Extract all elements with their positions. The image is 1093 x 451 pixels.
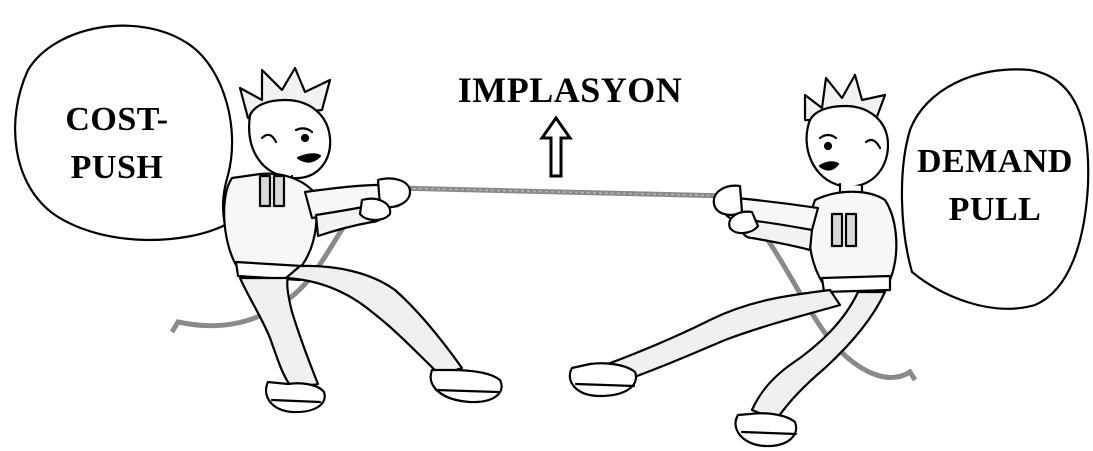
left-bubble-label: COST- PUSH (32, 96, 202, 192)
up-arrow-icon (539, 115, 573, 178)
right-bubble-label: DEMAND PULL (900, 138, 1090, 234)
right-bubble-line2: PULL (948, 191, 1042, 228)
diagram-title: IMPLASYON (457, 70, 683, 110)
left-bubble-line1: COST- (65, 101, 169, 138)
right-bubble-line1: DEMAND (917, 143, 1073, 180)
right-person-figure (568, 73, 898, 448)
left-bubble-line2: PUSH (70, 149, 164, 186)
right-speech-bubble (900, 68, 1090, 310)
left-speech-bubble (14, 24, 234, 241)
left-person-figure (223, 66, 503, 414)
